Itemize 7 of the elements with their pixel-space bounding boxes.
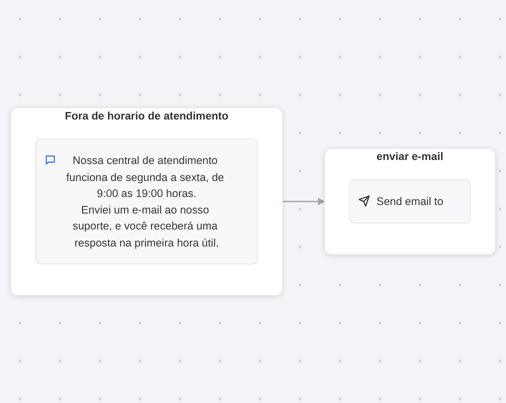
card-title: Fora de horario de atendimento — [64, 108, 228, 124]
message-text: Nossa central de atendimento funciona de segunda a sexta, de 9:00 as 19:00 horas. Enviei um e-mail ao nosso suporte, e você receberá uma resposta na primeira hora útil. — [65, 153, 225, 251]
card-title: enviar e-mail — [376, 149, 444, 165]
action-label: Send email to — [376, 194, 444, 210]
connector-arrow — [282, 198, 325, 206]
action-box — [349, 179, 471, 224]
message-box — [35, 138, 258, 264]
